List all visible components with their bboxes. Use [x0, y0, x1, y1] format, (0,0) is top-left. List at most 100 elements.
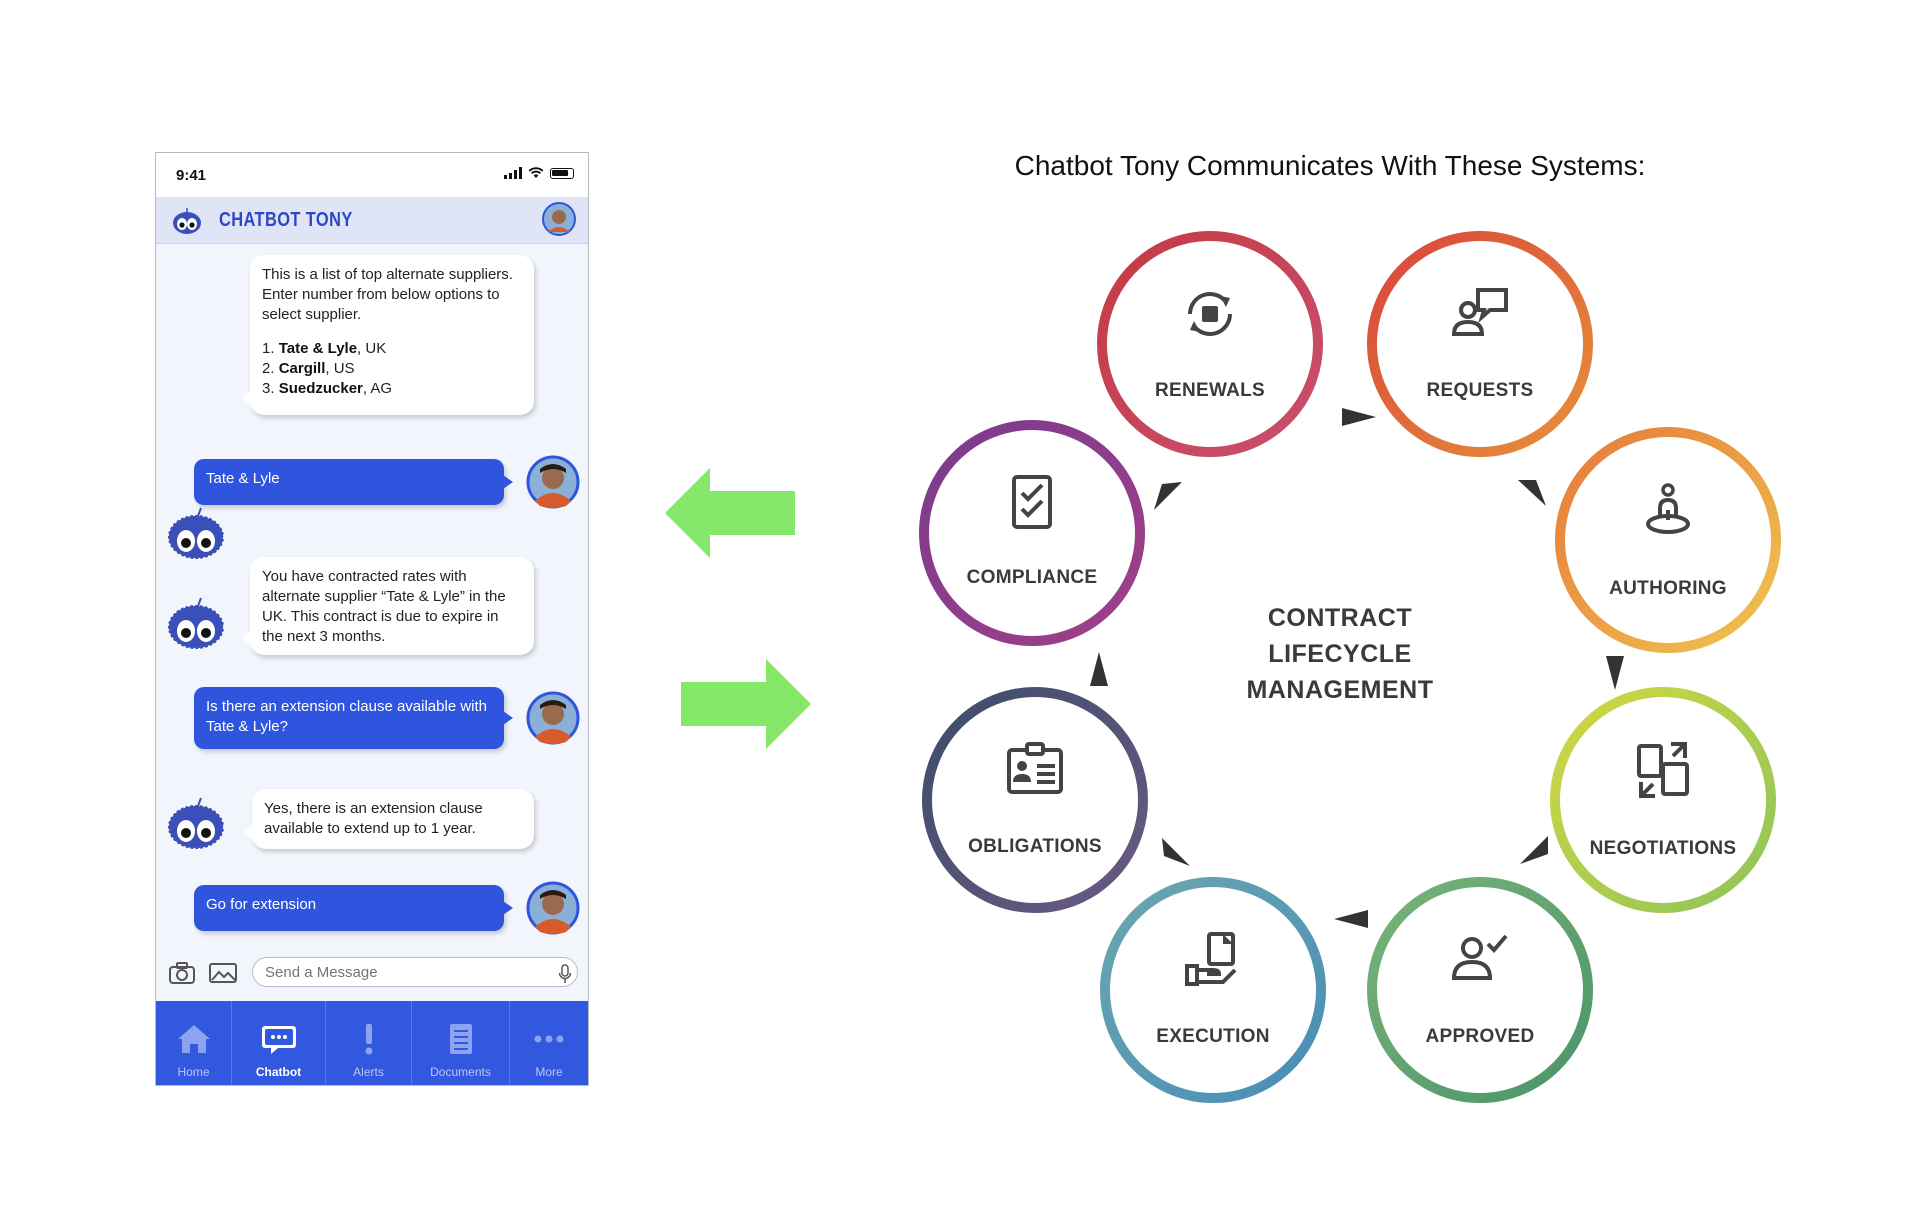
- phone-mockup: 9:41 CHATBOT TONY: [155, 152, 589, 1086]
- more-icon: [534, 1035, 564, 1043]
- renew-icon: [1188, 292, 1232, 336]
- center-line: MANAGEMENT: [1246, 676, 1434, 704]
- node-label: EXECUTION: [1156, 1026, 1270, 1047]
- bot-message: You have contracted rates with alternate…: [241, 557, 534, 655]
- node-ring: [1367, 231, 1593, 457]
- center-line: CONTRACT: [1267, 604, 1413, 632]
- left-arrow-icon: [665, 468, 795, 558]
- node-renewals: RENEWALS: [1096, 230, 1324, 458]
- connector-arrow-icon: [1520, 836, 1548, 864]
- tab-documents[interactable]: Documents: [412, 1001, 510, 1085]
- bot-avatar: [167, 797, 225, 850]
- node-approved: APPROVED: [1366, 876, 1594, 1104]
- node-execution: EXECUTION: [1099, 876, 1327, 1104]
- connector-arrow-icon: [1162, 838, 1190, 866]
- user-message: Tate & Lyle: [194, 459, 513, 505]
- node-label: AUTHORING: [1609, 578, 1727, 599]
- message-text: This is a list of top alternate supplier…: [262, 266, 513, 323]
- node-label: REQUESTS: [1426, 380, 1534, 401]
- user-avatar: [526, 691, 580, 745]
- user-message: Go for extension: [194, 885, 513, 931]
- user-avatar: [526, 455, 580, 509]
- supplier-option[interactable]: 2. Cargill, US: [262, 359, 522, 379]
- tab-chatbot[interactable]: Chatbot: [232, 1001, 326, 1085]
- bot-message: This is a list of top alternate supplier…: [241, 255, 534, 415]
- tab-label: Documents: [430, 1065, 491, 1079]
- node-obligations: OBLIGATIONS: [921, 686, 1149, 914]
- bot-avatar: [167, 507, 225, 560]
- node-ring: [1097, 231, 1323, 457]
- request-icon: [1451, 288, 1508, 336]
- tab-alerts[interactable]: Alerts: [326, 1001, 412, 1085]
- node-ring: [1100, 877, 1326, 1103]
- diagram-title: Chatbot Tony Communicates With These Sys…: [1014, 150, 1646, 181]
- node-label: OBLIGATIONS: [968, 836, 1102, 857]
- supplier-option[interactable]: 3. Suedzucker, AG: [262, 379, 522, 399]
- status-time: 9:41: [176, 167, 207, 184]
- node-ring: [1555, 427, 1781, 653]
- connector-arrow-icon: [1342, 408, 1376, 426]
- connector-arrow-icon: [1334, 910, 1368, 928]
- chat-icon: [261, 1026, 296, 1054]
- message-text: Tate & Lyle: [206, 470, 280, 487]
- right-arrow-icon: [681, 659, 811, 749]
- user-avatar: [526, 881, 580, 935]
- tab-label: More: [535, 1065, 563, 1079]
- node-authoring: AUTHORING: [1554, 426, 1782, 654]
- connector-arrow-icon: [1518, 480, 1546, 506]
- signal-icon: [504, 167, 522, 179]
- status-icons: [504, 167, 574, 179]
- supplier-name: Suedzucker: [278, 380, 363, 397]
- tab-home[interactable]: Home: [156, 1001, 232, 1085]
- tab-label: Home: [177, 1065, 210, 1079]
- tab-label: Chatbot: [255, 1065, 302, 1079]
- negotiation-icon: [1637, 742, 1689, 798]
- tab-more[interactable]: More: [510, 1001, 588, 1085]
- chat-title: CHATBOT TONY: [219, 209, 353, 231]
- tab-label: Alerts: [353, 1065, 384, 1079]
- chatbot-logo-icon: [173, 208, 201, 234]
- option-number: 2.: [262, 360, 275, 377]
- node-label: RENEWALS: [1154, 380, 1266, 401]
- home-icon: [177, 1025, 210, 1053]
- node-ring: [919, 420, 1145, 646]
- supplier-name: Cargill: [278, 360, 326, 377]
- supplier-option[interactable]: 1. Tate & Lyle, UK: [262, 339, 522, 359]
- node-ring: [922, 687, 1148, 913]
- node-ring: [1550, 687, 1776, 913]
- connector-arrow-icon: [1090, 652, 1108, 686]
- node-label: NEGOTIATIONS: [1589, 838, 1737, 859]
- message-text: Go for extension: [206, 896, 317, 913]
- microphone-icon[interactable]: [558, 964, 572, 984]
- option-number: 1.: [262, 340, 275, 357]
- message-text: Yes, there is an extension clause availa…: [264, 800, 483, 837]
- supplier-location: , US: [325, 360, 355, 377]
- node-requests: REQUESTS: [1366, 230, 1594, 458]
- gallery-icon[interactable]: [208, 961, 238, 985]
- obligations-icon: [1007, 742, 1063, 794]
- center-label: CONTRACT LIFECYCLE MANAGEMENT: [1220, 600, 1460, 708]
- node-label: COMPLIANCE: [966, 567, 1098, 588]
- camera-icon[interactable]: [168, 961, 196, 985]
- wifi-icon: [528, 167, 544, 178]
- message-input[interactable]: [252, 957, 578, 987]
- supplier-name: Tate & Lyle: [278, 340, 358, 357]
- node-ring: [1367, 877, 1593, 1103]
- alert-icon: [365, 1024, 372, 1055]
- connector-arrow-icon: [1154, 482, 1182, 510]
- node-negotiations: NEGOTIATIONS: [1549, 686, 1777, 914]
- authoring-icon: [1646, 483, 1690, 534]
- tab-bar: Home Chatbot Alerts: [156, 1001, 588, 1085]
- chat-header: CHATBOT TONY: [156, 197, 588, 244]
- status-bar: 9:41: [156, 153, 588, 197]
- node-label: APPROVED: [1425, 1026, 1535, 1047]
- supplier-location: , AG: [362, 380, 393, 397]
- document-icon: [449, 1024, 472, 1054]
- battery-icon: [550, 167, 574, 179]
- message-text: You have contracted rates with alternate…: [262, 568, 506, 645]
- user-avatar[interactable]: [542, 202, 576, 236]
- message-text: Is there an extension clause available w…: [206, 698, 488, 735]
- bot-message: Yes, there is an extension clause availa…: [243, 789, 534, 849]
- message-composer: [156, 951, 588, 995]
- option-number: 3.: [262, 380, 275, 397]
